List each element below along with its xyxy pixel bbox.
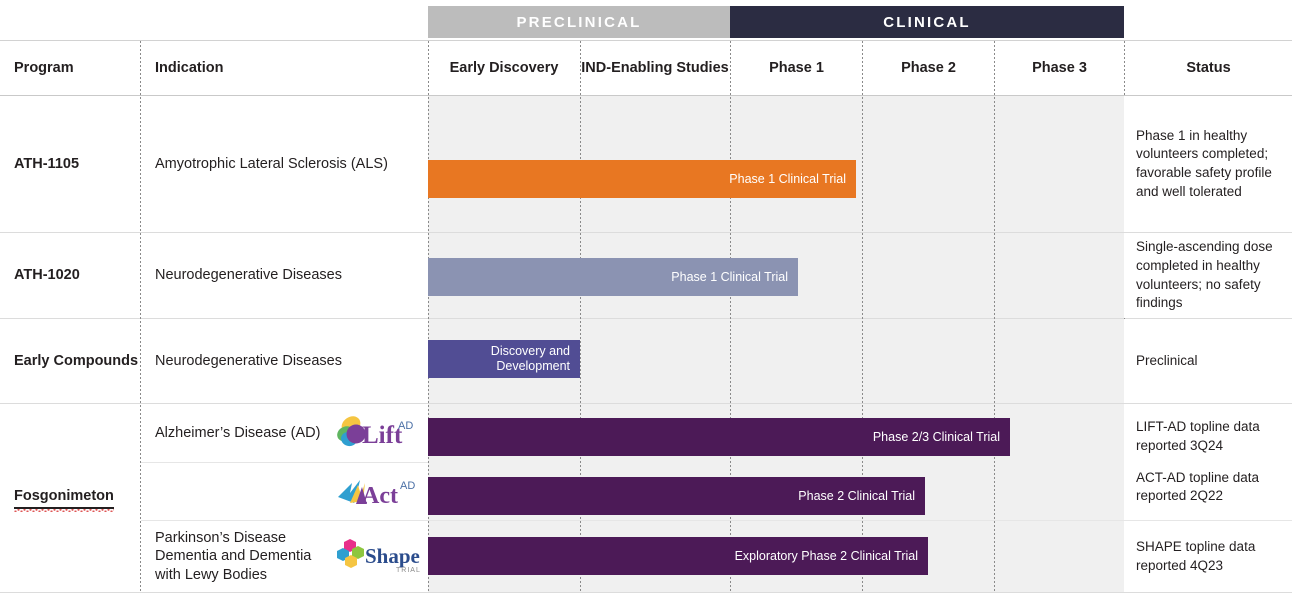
column-header-indication: Indication: [141, 41, 428, 95]
indication-label: Neurodegenerative Diseases: [155, 352, 342, 369]
row-rule-3: [0, 403, 1292, 404]
column-header-status: Status: [1125, 41, 1292, 95]
separator-indication-early-discovery: [428, 41, 429, 592]
separator-early-discovery-ind-enabling: [580, 41, 581, 592]
row-program-ath-1020: ATH-1020: [0, 233, 140, 318]
bar-fosgonimeton-act-ad[interactable]: Phase 2 Clinical Trial: [428, 477, 925, 515]
column-header-program: Program: [0, 41, 140, 95]
status-text: LIFT-AD topline data reported 3Q24: [1136, 419, 1260, 453]
svg-text:Act: Act: [362, 483, 398, 509]
bar-fosgonimeton-lift-ad[interactable]: Phase 2/3 Clinical Trial: [428, 418, 1010, 456]
act-ad-logo: Act AD: [334, 471, 422, 513]
group-band-preclinical: PRECLINICAL: [428, 6, 730, 38]
row-indication-ath-1105: Amyotrophic Lateral Sclerosis (ALS): [141, 96, 428, 232]
shape-trial-logo: Shape TRIAL: [334, 535, 422, 577]
bar-early-compounds-discovery[interactable]: Discovery and Development: [428, 340, 580, 378]
svg-text:AD: AD: [400, 480, 415, 492]
column-header-early-discovery: Early Discovery: [429, 41, 579, 95]
row-status-fosgonimeton-ad: LIFT-AD topline data reported 3Q24 ACT-A…: [1124, 404, 1292, 520]
column-header-phase-3-label: Phase 3: [1032, 59, 1087, 76]
indication-label: Amyotrophic Lateral Sclerosis (ALS): [155, 155, 388, 172]
column-header-status-label: Status: [1186, 59, 1231, 76]
bar-label: Exploratory Phase 2 Clinical Trial: [734, 549, 918, 563]
row-indication-ath-1020: Neurodegenerative Diseases: [141, 233, 428, 318]
svg-text:Shape: Shape: [365, 544, 420, 568]
separator-program-indication: [140, 41, 141, 592]
status-text: Phase 1 in healthy volunteers completed;…: [1136, 127, 1272, 199]
status-text: Single-ascending dose completed in healt…: [1136, 239, 1273, 311]
column-header-ind-enabling-label: IND-Enabling Studies: [581, 59, 729, 76]
bar-label: Phase 2/3 Clinical Trial: [872, 430, 1000, 444]
column-header-program-label: Program: [14, 60, 74, 76]
indication-label: Parkinson’s Disease Dementia and Dementi…: [155, 529, 312, 583]
bar-ath-1105-phase-1[interactable]: Phase 1 Clinical Trial: [428, 160, 856, 198]
row-indication-early-compounds: Neurodegenerative Diseases: [141, 319, 428, 403]
lift-ad-logo: Lift AD: [334, 412, 422, 454]
row-rule-4: [141, 520, 1292, 521]
status-text: Preclinical: [1136, 352, 1198, 368]
group-band-clinical: CLINICAL: [730, 6, 1124, 38]
program-label: Fosgonimeton: [14, 487, 114, 512]
bar-label: Phase 1 Clinical Trial: [671, 270, 788, 284]
column-header-phase-2-label: Phase 2: [901, 59, 956, 76]
bar-ath-1020-phase-1[interactable]: Phase 1 Clinical Trial: [428, 258, 798, 296]
separator-phase-1-phase-2: [862, 41, 863, 592]
row-indication-parkinsons: Parkinson’s Disease Dementia and Dementi…: [141, 521, 428, 592]
status-text: ACT-AD topline data reported 2Q22: [1136, 469, 1260, 504]
column-header-indication-label: Indication: [155, 60, 224, 76]
group-band-clinical-label: CLINICAL: [883, 13, 971, 31]
column-header-ind-enabling: IND-Enabling Studies: [581, 41, 729, 95]
column-header-phase-1: Phase 1: [731, 41, 862, 95]
row-status-fosgonimeton-shape: SHAPE topline data reported 4Q23: [1124, 521, 1292, 592]
program-label: Early Compounds: [14, 352, 139, 369]
indication-label: Alzheimer’s Disease (AD): [155, 424, 321, 441]
row-rule-indication-split: [141, 462, 428, 463]
row-program-early-compounds: Early Compounds: [0, 319, 140, 403]
row-program-ath-1105: ATH-1105: [0, 96, 140, 232]
column-header-phase-2: Phase 2: [863, 41, 994, 95]
header-rule-top: [0, 40, 1292, 41]
program-label: ATH-1020: [14, 267, 80, 284]
indication-label: Neurodegenerative Diseases: [155, 267, 342, 284]
status-text: SHAPE topline data reported 4Q23: [1136, 538, 1256, 573]
row-indication-alzheimers-act: Act AD: [141, 463, 428, 520]
separator-ind-enabling-phase-1: [730, 41, 731, 592]
column-header-phase-1-label: Phase 1: [769, 59, 824, 76]
row-rule-5: [0, 592, 1292, 593]
svg-text:Lift: Lift: [362, 422, 403, 449]
bar-label: Discovery and Development: [490, 344, 570, 373]
row-rule-2: [0, 318, 1292, 319]
column-header-early-discovery-label: Early Discovery: [449, 59, 559, 76]
row-rule-1: [0, 232, 1292, 233]
bar-label: Phase 2 Clinical Trial: [798, 489, 915, 503]
svg-text:AD: AD: [398, 420, 413, 432]
row-status-ath-1105: Phase 1 in healthy volunteers completed;…: [1124, 96, 1292, 232]
row-status-ath-1020: Single-ascending dose completed in healt…: [1124, 233, 1292, 318]
group-band-preclinical-label: PRECLINICAL: [516, 13, 642, 31]
column-header-phase-3: Phase 3: [995, 41, 1124, 95]
header-rule-bottom: [0, 95, 1292, 96]
program-label: ATH-1105: [14, 155, 80, 172]
bar-fosgonimeton-shape[interactable]: Exploratory Phase 2 Clinical Trial: [428, 537, 928, 575]
row-status-early-compounds: Preclinical: [1124, 319, 1292, 403]
row-indication-alzheimers: Alzheimer’s Disease (AD) Lift AD: [141, 404, 428, 462]
row-program-fosgonimeton: Fosgonimeton: [0, 404, 140, 592]
bar-label: Phase 1 Clinical Trial: [729, 172, 846, 186]
separator-phase-2-phase-3: [994, 41, 995, 592]
svg-text:TRIAL: TRIAL: [396, 567, 421, 574]
